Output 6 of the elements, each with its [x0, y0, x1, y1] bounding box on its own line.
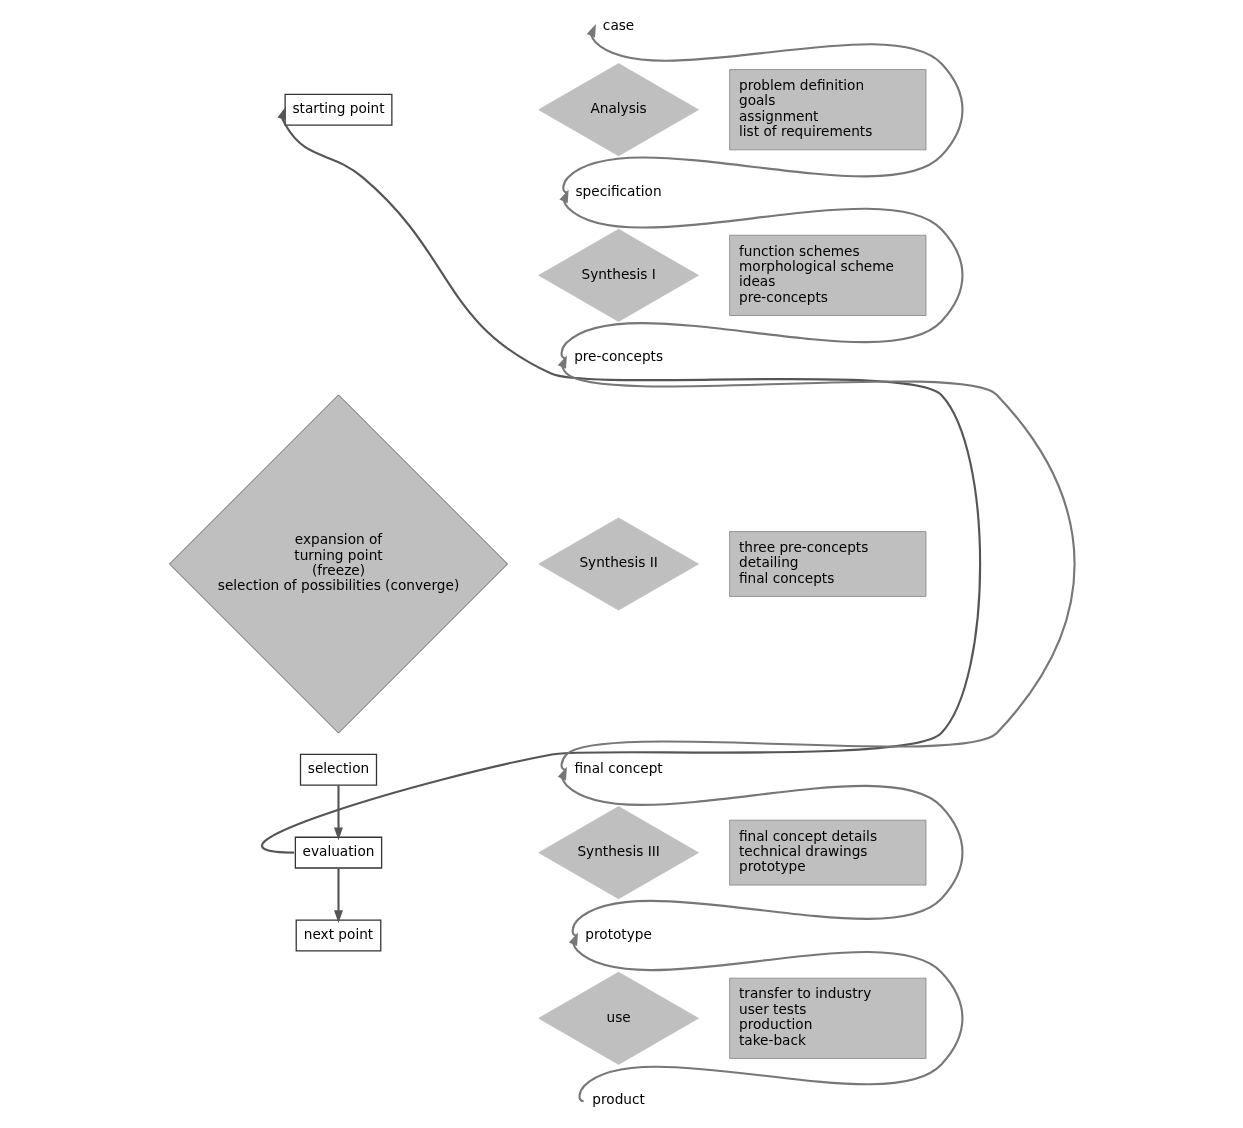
node-text: product [591, 1091, 645, 1108]
node-text: final concept [573, 760, 663, 777]
node-text: specification [575, 182, 662, 199]
node-text: pre-concepts [573, 348, 663, 365]
node-text: prototype [584, 925, 652, 942]
node-text: case [602, 17, 634, 34]
